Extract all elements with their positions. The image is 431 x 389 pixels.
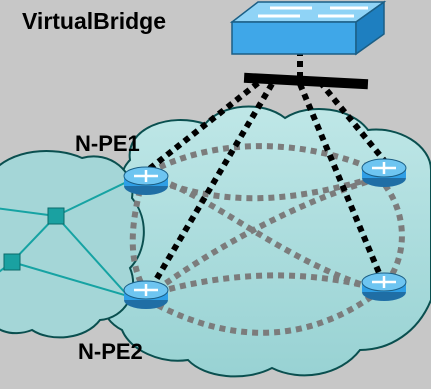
pseudowire-mesh [129, 143, 405, 336]
access-node-icon [3, 253, 21, 271]
virtual-bridge-label: VirtualBridge [22, 8, 166, 34]
router-icon [123, 280, 169, 309]
router-icon [361, 158, 407, 187]
router-icon [123, 166, 169, 195]
access-node-icon [47, 207, 65, 225]
router-icon [361, 272, 407, 301]
npe1-label: N-PE1 [75, 131, 140, 156]
access-cloud [0, 149, 145, 339]
bridge-bus-bar [243, 72, 369, 90]
lan-switch-icon [229, 0, 387, 56]
npe2-label: N-PE2 [78, 339, 143, 364]
